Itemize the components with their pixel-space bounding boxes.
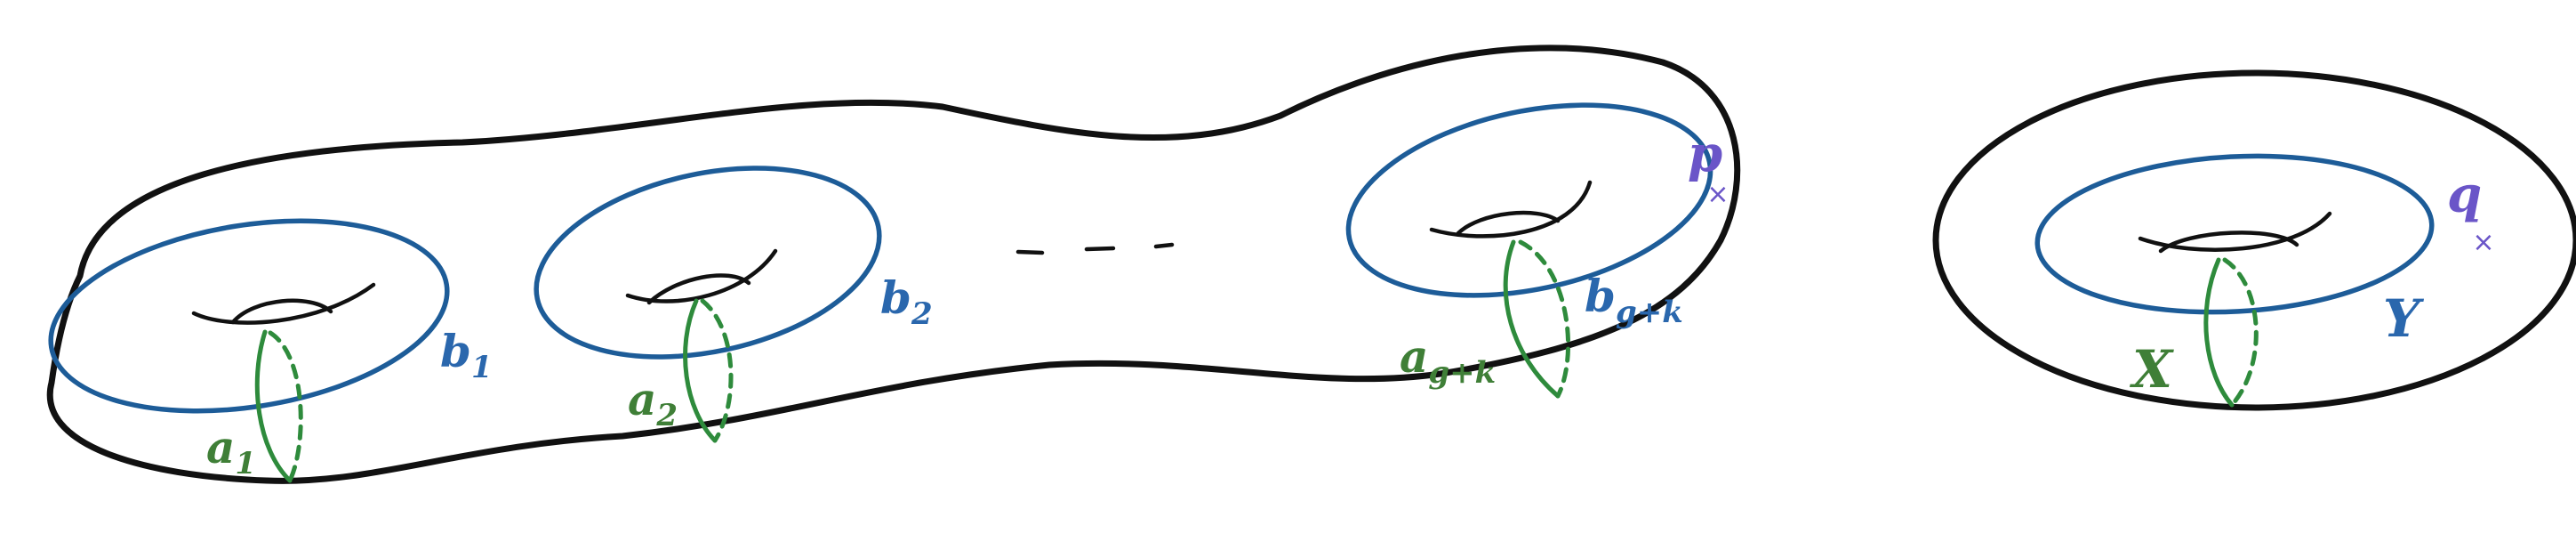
b1-curve xyxy=(48,218,450,414)
label-bgk: bg+k xyxy=(1585,270,1683,330)
label-b2: b2 xyxy=(880,271,933,332)
dash-3 xyxy=(1153,242,1175,249)
agk-curve-front xyxy=(1503,239,1561,399)
bgk-curve xyxy=(1345,102,1713,298)
label-a2-sub: 2 xyxy=(655,398,678,433)
handle-1-hole-lower xyxy=(191,282,376,325)
genus-surface: × xyxy=(46,44,1741,484)
label-b1: b1 xyxy=(440,325,493,385)
label-a2-main: a xyxy=(628,373,656,425)
agk-curve-back xyxy=(1518,239,1571,399)
label-b2-sub: 2 xyxy=(911,296,933,332)
dash-1 xyxy=(1015,249,1045,255)
y-curve xyxy=(2034,153,2435,315)
label-a2: a2 xyxy=(628,373,678,433)
label-bgk-main: b xyxy=(1585,270,1616,322)
dash-2 xyxy=(1084,246,1116,252)
genus-surface-outline xyxy=(46,44,1741,484)
x-curve-back xyxy=(2222,257,2259,408)
label-a1: a1 xyxy=(206,421,256,481)
a2-curve-front xyxy=(683,298,718,443)
label-b2-main: b xyxy=(880,271,911,324)
handle-2-hole-upper xyxy=(646,273,751,305)
handle-gk-hole-upper xyxy=(1456,210,1561,236)
torus-surface: × xyxy=(1932,69,2576,411)
handle-1-hole-upper xyxy=(230,298,333,325)
handle-1 xyxy=(48,218,450,483)
label-y: Y xyxy=(2383,288,2425,349)
label-agk-sub: g+k xyxy=(1428,355,1496,391)
ellipsis-dashes xyxy=(1015,242,1175,255)
label-a1-main: a xyxy=(206,421,235,473)
label-bgk-sub: g+k xyxy=(1616,295,1683,330)
label-b1-sub: 1 xyxy=(471,350,493,385)
torus-outline xyxy=(1932,69,2576,411)
handle-2 xyxy=(534,166,882,443)
point-q-mark: × xyxy=(2472,227,2494,258)
label-q: q xyxy=(2447,166,2482,224)
torus-hole-upper xyxy=(2158,231,2299,254)
handle-2-hole-lower xyxy=(625,248,778,303)
handle-gk-hole-lower xyxy=(1429,180,1593,239)
label-agk-main: a xyxy=(1400,330,1428,383)
point-p-mark: × xyxy=(1706,179,1729,210)
x-curve-front xyxy=(2203,257,2235,408)
label-x: X xyxy=(2129,339,2174,400)
label-a1-sub: 1 xyxy=(235,446,256,481)
label-b1-main: b xyxy=(440,325,471,377)
a2-curve-back xyxy=(700,298,734,443)
label-p: p xyxy=(1688,125,1722,183)
torus-hole-lower xyxy=(2138,211,2332,252)
a1-curve-back xyxy=(268,330,303,483)
handle-gk xyxy=(1345,102,1713,399)
a1-curve-front xyxy=(254,329,293,483)
b2-curve xyxy=(534,166,882,360)
label-agk: ag+k xyxy=(1400,330,1496,391)
